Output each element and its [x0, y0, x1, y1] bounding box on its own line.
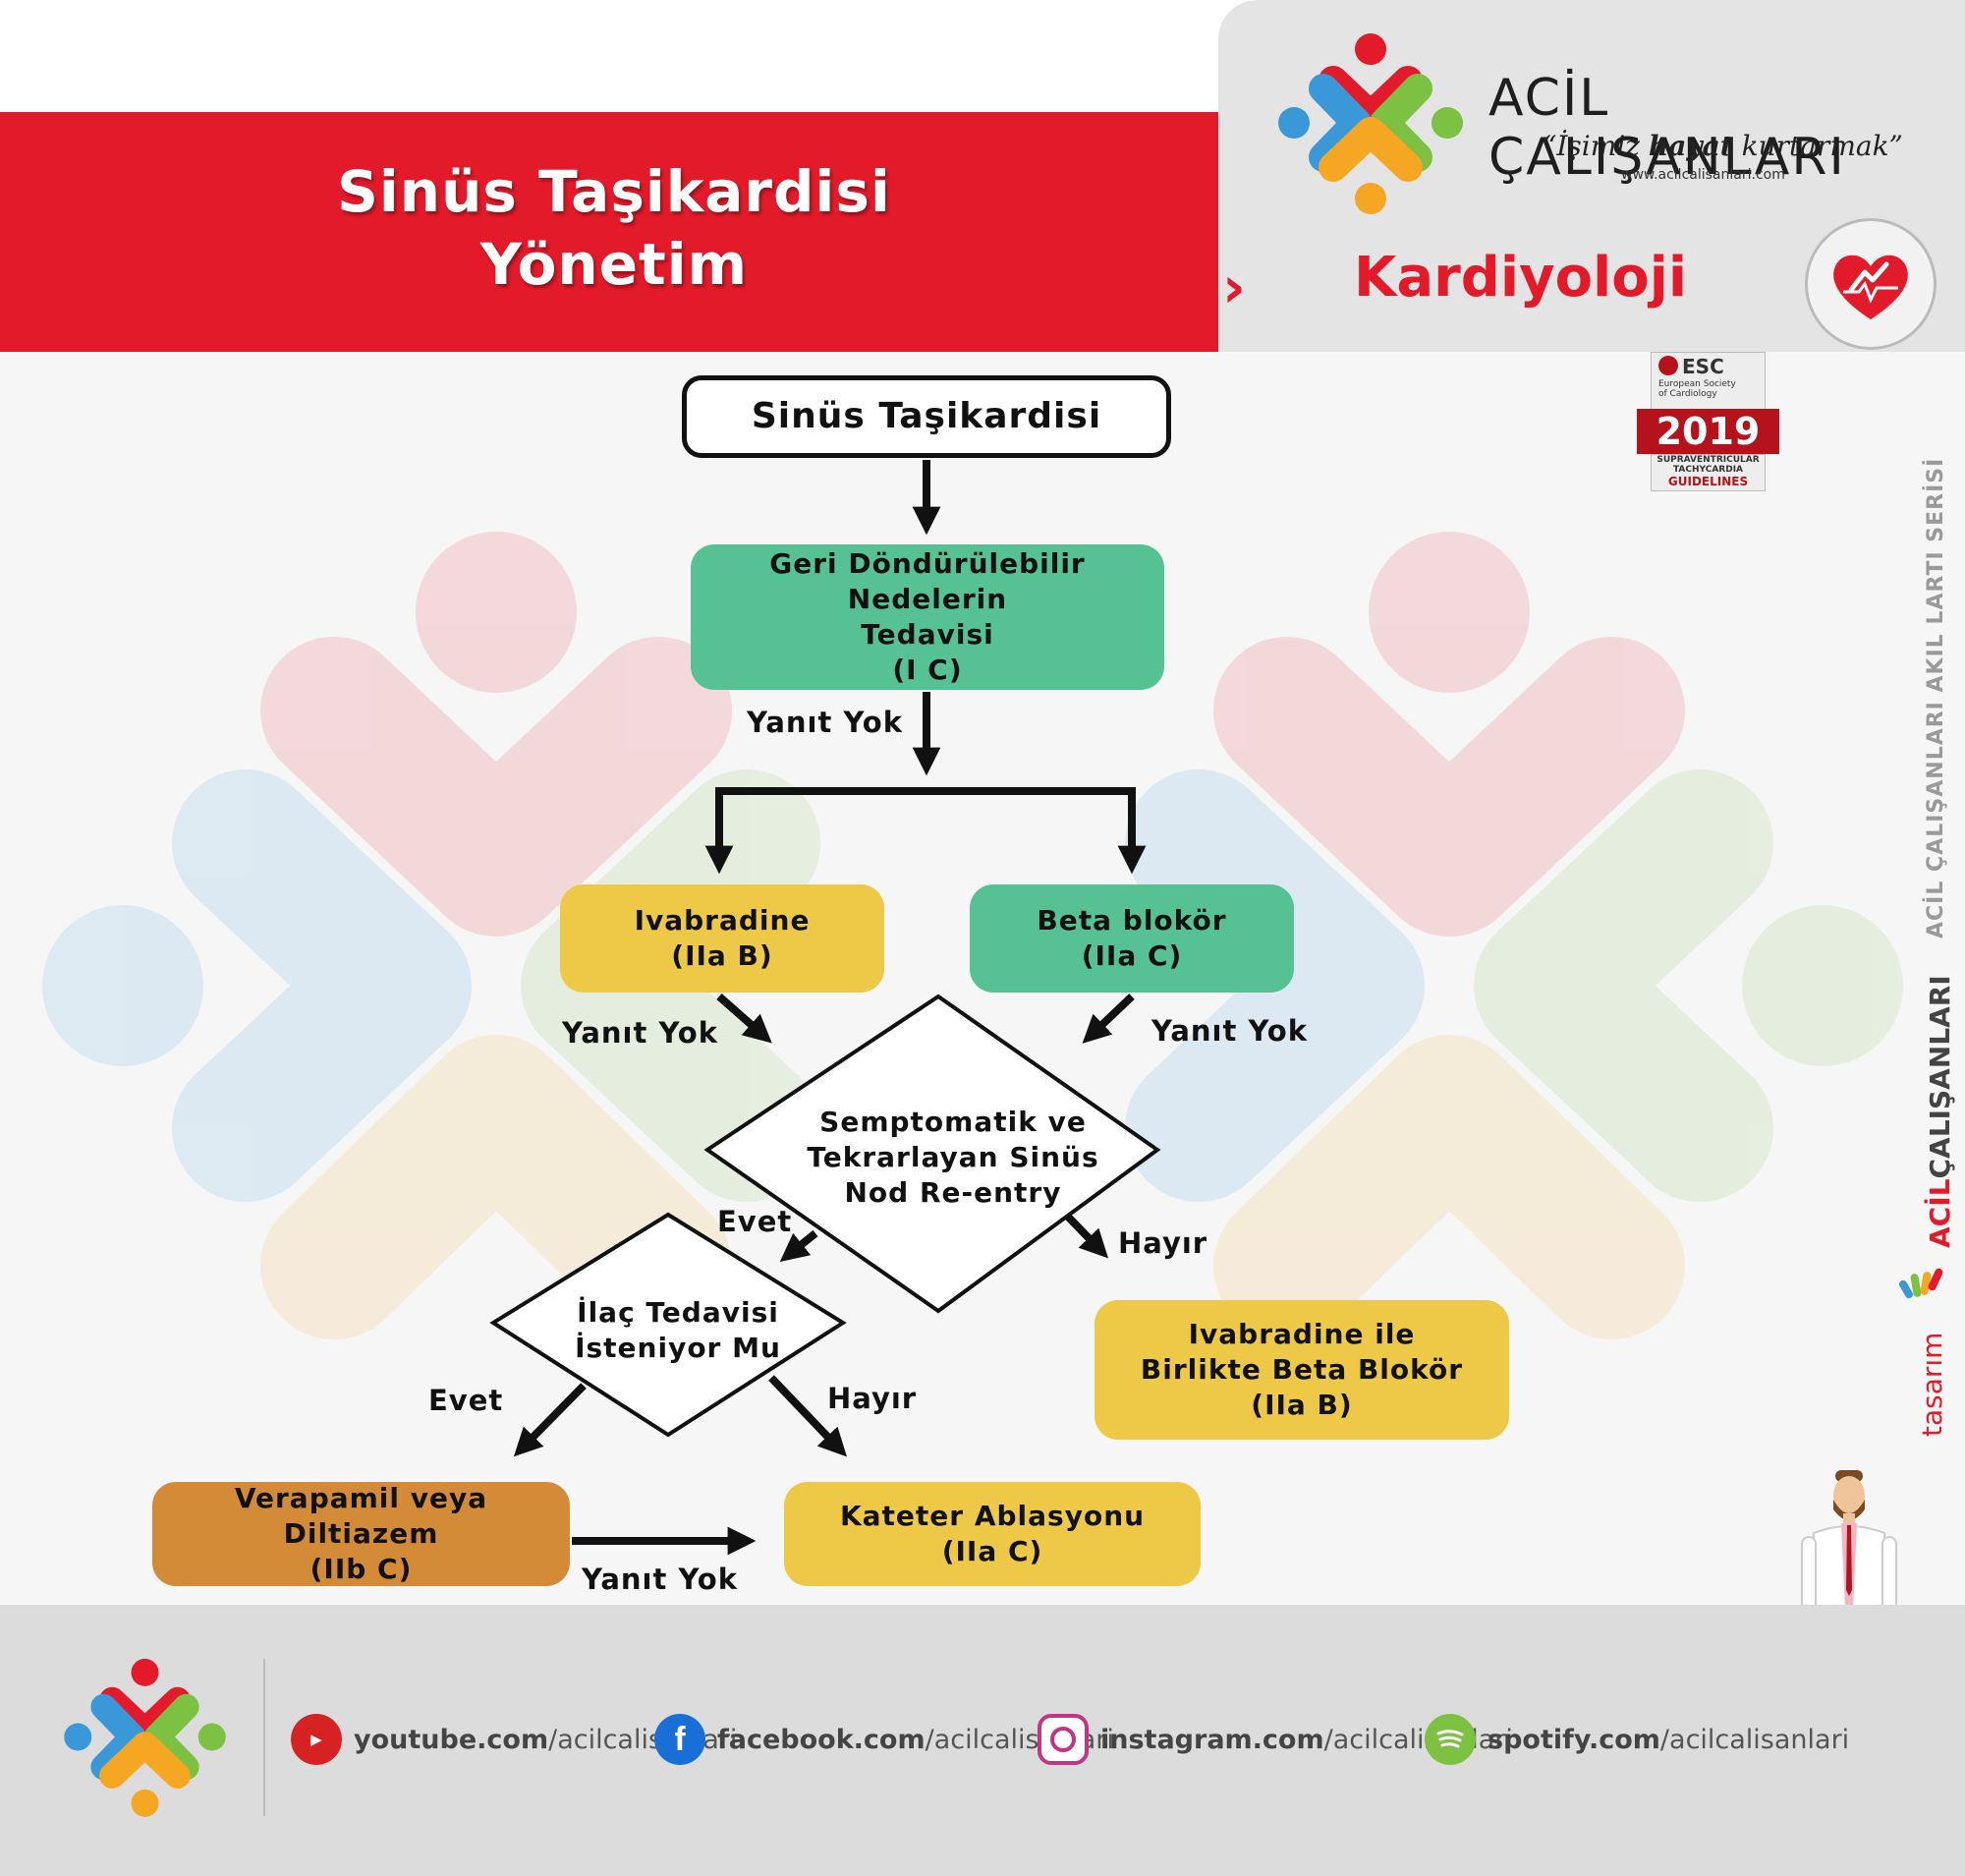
flow-node-catheter-ablation: Kateter Ablasyonu (IIa C) [784, 1482, 1201, 1586]
heart-hand-icon [1805, 218, 1937, 350]
node-line: (I C) [892, 654, 963, 686]
decision-diamond-reentry [703, 994, 1161, 1314]
edge-label-yanit-yok: Yanıt Yok [1151, 1014, 1308, 1048]
node-line: Birlikte Beta Blokör [1140, 1353, 1464, 1386]
arrow-diamond1-evet [779, 1229, 818, 1262]
diamond-line: Nod Re-entry [844, 1176, 1062, 1209]
diamond-drug-text: İlaç Tedavisi İsteniyor Mu [542, 1295, 814, 1366]
node-line: (IIa B) [671, 939, 773, 972]
category-label: Kardiyoloji [1354, 246, 1688, 310]
esc-year: 2019 [1656, 410, 1761, 453]
diamond-line: Semptomatik ve [819, 1106, 1087, 1138]
esc-subtitle-1: SUPRAVENTRICULAR [1656, 455, 1760, 465]
tagline-bold: hayat [1648, 130, 1733, 162]
arrow-beta-to-diamond [1082, 994, 1135, 1044]
flow-node-reversible-causes: Geri Döndürülebilir Nedelerin Tedavisi (… [691, 544, 1164, 690]
esc-org-full-1: European Society [1658, 379, 1736, 389]
split-connector [715, 787, 1136, 860]
node-line: Kateter Ablasyonu [839, 1500, 1146, 1532]
node-line: Tedavisi [861, 618, 994, 651]
flow-node-verapamil: Verapamil veya Diltiazem (IIb C) [152, 1482, 570, 1586]
esc-org: ESC [1682, 355, 1724, 378]
flow-node-ivabradine: Ivabradine (IIa B) [560, 884, 884, 993]
youtube-icon: ▶ [291, 1714, 342, 1765]
edge-label-yanit-yok: Yanıt Yok [582, 1563, 738, 1596]
node-line: Beta blokör [1037, 904, 1227, 937]
diamond-line: Tekrarlayan Sinüs [807, 1141, 1099, 1173]
instagram-domain: instagram.com [1100, 1724, 1324, 1755]
edge-label-yanit-yok: Yanıt Yok [747, 706, 903, 739]
brand-name: ACİL ÇALIŞANLARI [1488, 69, 1846, 187]
instagram-icon [1038, 1714, 1089, 1765]
esc-org-full-2: of Cardiology [1658, 389, 1717, 399]
node-line: (IIb C) [309, 1553, 413, 1585]
tagline-close: kurtarmak” [1732, 130, 1903, 162]
decision-diamond-drug [489, 1212, 847, 1438]
arrow-iva-to-diamond [716, 994, 772, 1044]
facebook-icon: f [654, 1714, 705, 1765]
page-title: Sinüs Taşikardisi Yönetim [0, 155, 1228, 301]
arrow-diamond2-hayir [768, 1375, 847, 1457]
brand-tagline: “İşimiz hayat kurtarmak” [1543, 130, 1903, 162]
node-line: Ivabradine [634, 904, 811, 937]
edge-label-yanit-yok: Yanıt Yok [562, 1016, 718, 1050]
youtube-path: /acilcalisanlari [548, 1724, 738, 1755]
diamond-line: İsteniyor Mu [575, 1332, 781, 1364]
footer-divider [263, 1659, 265, 1816]
brand-logo-icon [1278, 33, 1463, 214]
arrow-diamond2-evet [513, 1383, 587, 1457]
chevron-right-icon: › [1222, 254, 1246, 320]
brand-website: www.acilcalisanlari.com [1621, 167, 1785, 183]
page-title-line2: Yönetim [479, 231, 749, 298]
spotify-domain: spotify.com [1488, 1724, 1660, 1755]
node-line: Verapamil veya Diltiazem [234, 1482, 488, 1550]
spotify-link[interactable]: spotify.com/acilcalisanlari [1425, 1714, 1849, 1765]
edge-label-hayir: Hayır [1118, 1226, 1208, 1260]
esc-subtitle-2: TACHYCARDIA [1672, 465, 1744, 475]
esc-subtitle-3: GUIDELINES [1667, 475, 1749, 488]
arrow-diamond1-hayir [1063, 1212, 1109, 1259]
diamond-reentry-text: Semptomatik ve Tekrarlayan Sinüs Nod Re-… [766, 1105, 1140, 1211]
facebook-domain: facebook.com [717, 1724, 926, 1755]
diamond-line: İlaç Tedavisi [577, 1296, 779, 1329]
node-line: Ivabradine ile [1188, 1318, 1416, 1350]
node-line: (IIa C) [1081, 939, 1183, 972]
flow-start-node: Sinüs Taşikardisi [682, 375, 1171, 458]
header-red-band [0, 112, 1218, 352]
instagram-link[interactable]: instagram.com/acilcalisanlari [1038, 1714, 1513, 1765]
edge-label-evet: Evet [717, 1205, 793, 1238]
flow-node-beta-blocker: Beta blokör (IIa C) [970, 884, 1294, 993]
youtube-link[interactable]: ▶ youtube.com/acilcalisanlari [291, 1714, 737, 1765]
page-title-line1: Sinüs Taşikardisi [337, 158, 891, 225]
flow-node-ivabradine-beta: Ivabradine ile Birlikte Beta Blokör (IIa… [1095, 1300, 1509, 1440]
spotify-path: /acilcalisanlari [1659, 1724, 1850, 1755]
instagram-path: /acilcalisanlari [1323, 1724, 1513, 1755]
youtube-domain: youtube.com [354, 1724, 549, 1755]
node-line: (IIa C) [941, 1535, 1043, 1567]
side-logo-icon [1899, 1268, 1943, 1299]
spotify-icon [1425, 1714, 1476, 1765]
footer-logo-icon [64, 1658, 226, 1817]
esc-heart-icon [1658, 356, 1678, 375]
esc-guidelines-badge: ESC European Society of Cardiology 2019 … [1637, 352, 1779, 491]
node-line: (IIa B) [1251, 1389, 1353, 1421]
edge-label-hayir: Hayır [827, 1382, 918, 1415]
node-line: Geri Döndürülebilir Nedelerin [769, 547, 1086, 615]
edge-label-evet: Evet [428, 1384, 504, 1417]
tagline-open: “İşimiz [1543, 130, 1649, 162]
